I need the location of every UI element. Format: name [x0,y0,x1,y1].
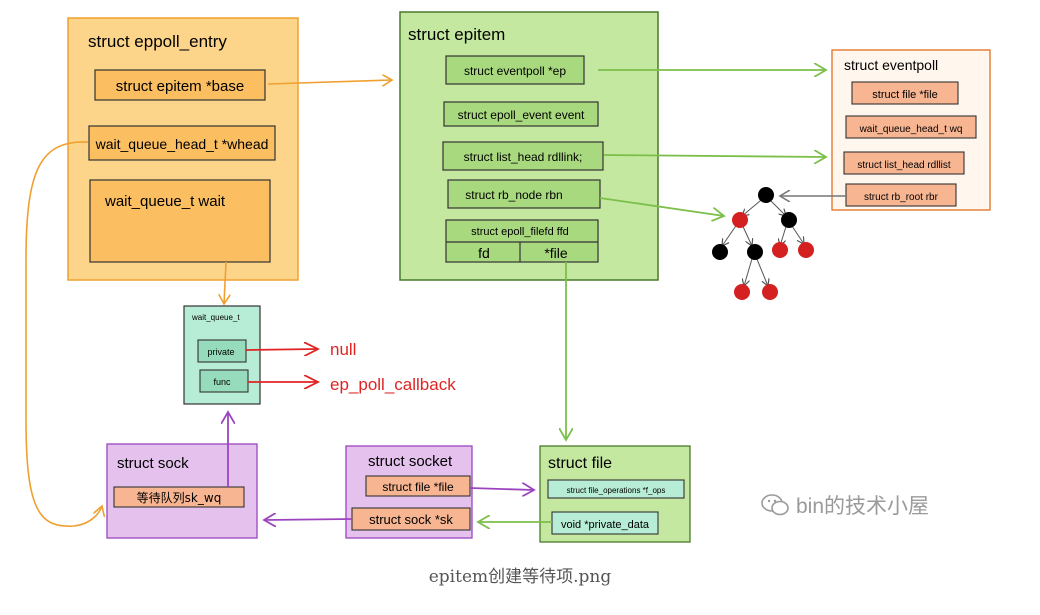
wait-field [89,179,271,263]
private-data-label: void *private_data [561,519,650,531]
socket-title: struct socket [368,453,453,470]
null-label: null [330,340,356,359]
rbn-label: struct rb_node rbn [465,188,562,202]
fops-label: struct file_operations *f_ops [567,486,666,495]
rdllink-label: struct list_head rdllink; [464,150,583,164]
socket-box: struct socket struct file *file struct s… [345,445,473,539]
ep-field [445,55,585,85]
socket-file-to-file-arrow [469,488,534,490]
watermark: bin的技术小屋 [760,490,929,520]
rb-node-black [712,244,728,260]
whead-label: wait_queue_head_t *whead [95,136,269,152]
rb-node-red [734,284,750,300]
wait-queue-box: wait_queue_t private func [183,305,261,405]
ffd-label: struct epoll_filefd ffd [471,226,569,238]
eventpoll-title: struct eventpoll [844,57,938,73]
rdllink-to-rdllist-arrow [603,155,826,157]
sk-wq-field [113,486,245,508]
func-label: func [213,377,231,387]
private-field [197,339,247,363]
evp-file-field [851,81,959,105]
file-ptr-label: *file [544,245,568,261]
wait-queue-title: wait_queue_t [191,313,240,322]
epitem-box: struct epitem struct eventpoll *ep struc… [399,11,659,281]
private-data-field [551,511,659,535]
rb-node-black [758,187,774,203]
rb-node-red [798,242,814,258]
sk-wq-label: 等待队列sk_wq [137,490,222,505]
watermark-text: bin的技术小屋 [796,495,930,518]
ep-label: struct eventpoll *ep [464,64,566,78]
base-field [94,69,266,101]
whead-to-sock-arrow [25,141,102,527]
eppoll-entry-title: struct eppoll_entry [88,32,227,51]
socket-file-label: struct file *file [382,480,454,494]
private-to-null-arrow [245,349,318,350]
func-field [199,369,249,393]
rbn-to-tree-arrow [599,197,724,216]
rb-node-red [762,284,778,300]
socket-sk-to-sock-arrow [264,519,353,520]
private-label: private [207,347,234,357]
rb-tree [712,187,814,300]
callback-label: ep_poll_callback [330,375,456,394]
file-box: struct file struct file_operations *f_op… [539,445,691,543]
wechat-icon [761,494,789,516]
fd-label: fd [478,245,490,261]
ffd-field [445,219,599,263]
epitem-title: struct epitem [408,25,505,44]
wait-label: wait_queue_t wait [104,193,226,210]
event-field [443,101,599,127]
eppoll-entry-box: struct eppoll_entry struct epitem *base … [67,17,299,281]
base-label: struct epitem *base [116,78,244,95]
event-label: struct epoll_event event [458,108,585,122]
evp-rdllist-label: struct list_head rdllist [857,160,951,171]
rb-node-red [772,242,788,258]
evp-wq-label: wait_queue_head_t wq [859,124,963,135]
rb-node-black [747,244,763,260]
image-caption: epitem创建等待项.png [428,567,612,587]
socket-sk-label: struct sock *sk [369,512,453,527]
fops-field [547,479,685,499]
evp-wq-field [845,115,977,139]
evp-rbr-field [845,183,957,207]
wait-to-waitqueue-arrow [224,261,226,304]
rb-node-black [781,212,797,228]
file-title: struct file [548,455,612,472]
whead-field [88,125,276,161]
base-to-epitem-arrow [267,80,392,84]
evp-file-label: struct file *file [872,89,937,101]
sock-box: struct sock 等待队列sk_wq [106,443,258,539]
sock-title: struct sock [117,455,189,472]
rb-node-red [732,212,748,228]
evp-rbr-label: struct rb_root rbr [864,192,939,203]
socket-file-field [365,475,471,497]
rbn-field [447,179,601,209]
evp-rdllist-field [843,151,965,175]
eventpoll-box: struct eventpoll struct file *file wait_… [831,49,991,211]
rdllink-field [442,141,604,171]
